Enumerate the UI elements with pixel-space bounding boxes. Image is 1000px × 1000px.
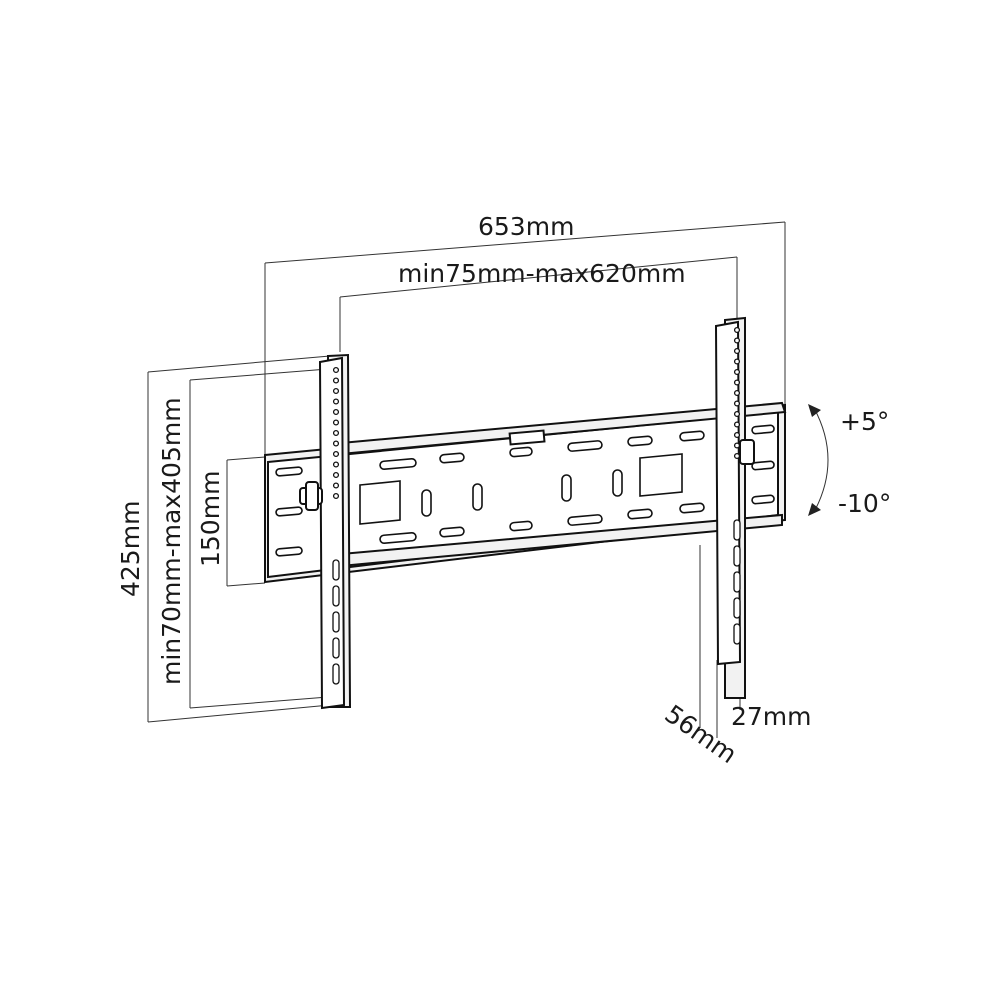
overall-width-dim-line <box>264 221 786 264</box>
vesa-horizontal-label: min75mm-max620mm <box>398 259 686 288</box>
right-arm-hole <box>733 400 741 407</box>
left-arm-hole <box>332 429 340 437</box>
right-arm-hole <box>733 347 741 355</box>
right-arm-hole <box>733 358 741 365</box>
left-arm-hole <box>332 366 340 374</box>
right-arm-hole <box>733 431 741 439</box>
left-arm-hole <box>332 419 340 426</box>
left-arm-slot <box>332 663 340 685</box>
left-arm-slot <box>332 637 340 659</box>
tilt-up-label: +5° <box>840 407 889 436</box>
right-arm-slot <box>733 571 741 593</box>
left-arm-hole <box>332 398 340 405</box>
overall-width-label: 653mm <box>478 212 574 241</box>
plate-height-label: 150mm <box>196 471 225 567</box>
left-arm-hole <box>332 450 340 458</box>
right-arm-hole <box>733 442 741 449</box>
curved-double-arrow-icon <box>808 404 829 516</box>
tilt-down-label: -10° <box>838 489 891 518</box>
right-arm-hole <box>733 326 741 334</box>
right-arm-hole <box>733 452 741 460</box>
left-arm-hole <box>332 492 340 500</box>
left-arm-hole <box>332 461 340 468</box>
depth-max-label: 56mm <box>660 699 743 769</box>
left-arm-hole <box>332 440 340 447</box>
right-arm-hole <box>733 379 741 386</box>
left-arm-slot <box>332 611 340 633</box>
overall-height-ext-top <box>147 355 331 373</box>
vesa-v-ext-top <box>189 368 329 381</box>
left-arm-slot <box>332 585 340 607</box>
overall-height-ext-bottom <box>147 704 331 723</box>
arm-holes <box>332 326 741 685</box>
right-arm-hole <box>733 410 741 418</box>
dimension-lines <box>147 221 786 738</box>
plate-slots <box>275 424 775 557</box>
right-arm <box>714 316 755 699</box>
left-arm-hole <box>332 471 340 479</box>
right-arm-slot <box>733 545 741 567</box>
right-arm-hole <box>733 337 741 344</box>
vesa-v-ext-bottom <box>189 696 329 709</box>
right-arm-hole <box>733 368 741 376</box>
depth-min-label: 27mm <box>731 702 812 731</box>
plate-height-ext-top <box>226 456 266 461</box>
vesa-h-dim-line <box>339 256 738 298</box>
plate-height-ext-bottom <box>226 582 266 587</box>
overall-height-label: 425mm <box>116 501 145 597</box>
left-arm-slot <box>332 559 340 581</box>
vesa-vertical-label: min70mm-max405mm <box>157 397 186 685</box>
right-arm-hole <box>733 421 741 428</box>
right-arm-slot <box>733 623 741 645</box>
left-arm-hole <box>332 482 340 489</box>
left-arm-hole <box>332 408 340 416</box>
right-arm-slot <box>733 597 741 619</box>
left-arm-hole <box>332 377 340 384</box>
left-arm-hole <box>332 387 340 395</box>
right-arm-slot <box>733 519 741 541</box>
right-arm-hole <box>733 389 741 397</box>
